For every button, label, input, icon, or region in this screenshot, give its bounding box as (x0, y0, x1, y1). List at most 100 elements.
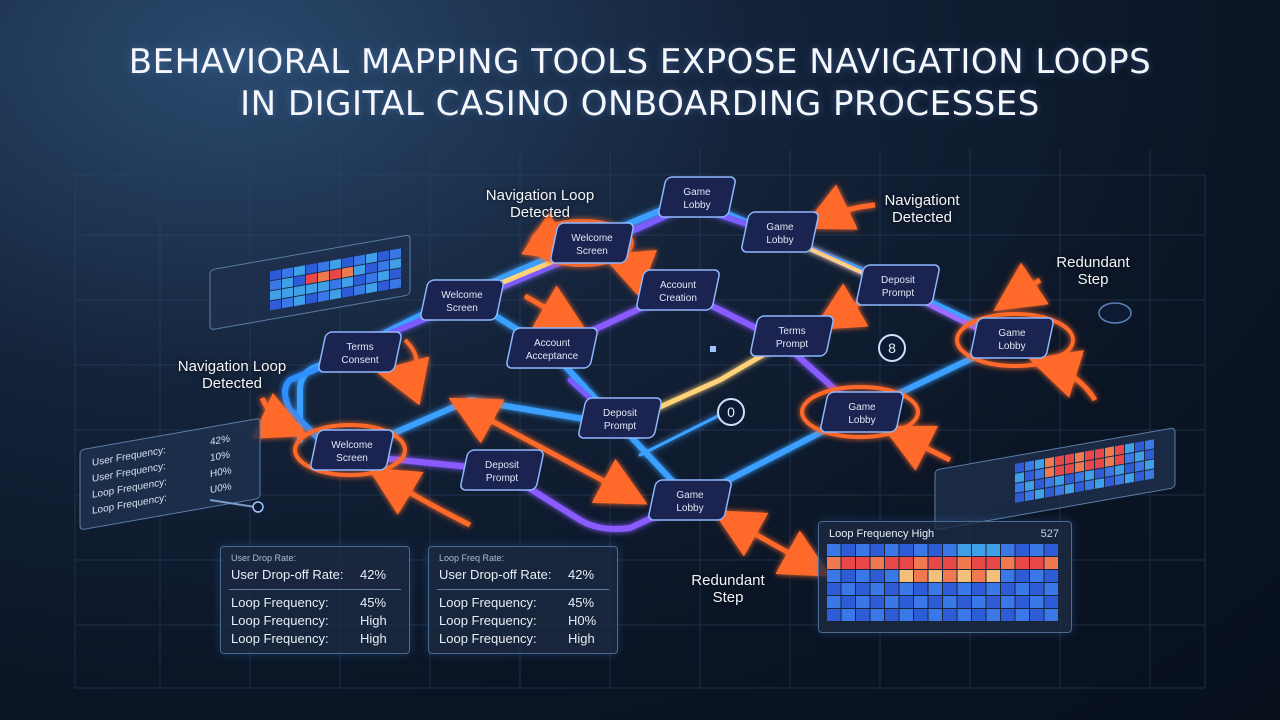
heatmap-cell (1044, 609, 1058, 621)
arrow-lobby-right (882, 426, 952, 471)
heatmap-cell (306, 283, 317, 295)
stat-label: User Drop-off Rate: (231, 567, 344, 582)
heatmap-cell (1045, 477, 1054, 488)
stat-value: 42% (568, 567, 595, 582)
heatmap-cell (1025, 470, 1034, 482)
heatmap-cell (841, 570, 855, 582)
heatmap-cell (856, 609, 870, 621)
heatmap-cell (914, 544, 928, 556)
heatmap-cell (282, 267, 293, 279)
heatmap-cell (1015, 544, 1029, 556)
page-title-line-2: IN DIGITAL CASINO ONBOARDING PROCESSES (240, 84, 1040, 124)
heatmap-cell (972, 570, 986, 582)
stat-label: Loop Frequency: (439, 595, 537, 610)
panel-mid-head: Loop Freq Rate: (439, 553, 505, 563)
node-label-2: Acceptance (526, 351, 579, 362)
node-label-2: Lobby (683, 200, 710, 211)
stat-value: 42% (360, 567, 387, 582)
heatmap-cell (914, 609, 928, 621)
tilted-stats-card: User Frequency: 42% User Frequency: 10% … (79, 418, 261, 530)
heatmap-cell (972, 544, 986, 556)
node-welcome-mid: Welcome Screen (420, 279, 504, 321)
node-terms-prompt: Terms Prompt (750, 315, 834, 357)
heatmap-cell (841, 544, 855, 556)
heatmap-cell (1135, 451, 1144, 462)
heatmap-cell (1015, 482, 1024, 493)
heatmap-cell (1035, 468, 1044, 480)
heatmap-cell (1095, 468, 1104, 479)
heatmap-cell (1115, 444, 1124, 456)
indicator-small (710, 346, 716, 352)
page-title-line-1: BEHAVIORAL MAPPING TOOLS EXPOSE NAVIGATI… (128, 42, 1152, 82)
heatmap-cell (914, 583, 928, 595)
heatmap-cell (957, 544, 971, 556)
heatmap-cell (914, 570, 928, 582)
heatmap-cell (885, 544, 899, 556)
heatmap-cell (943, 570, 957, 582)
flow-arrows (252, 184, 1098, 577)
heatmap-cell (827, 557, 841, 569)
node-label-2: Screen (576, 246, 608, 257)
arrow-welcome-down (523, 285, 588, 333)
arrow-mid-diag (448, 397, 648, 505)
stat-row: Loop Frequency:High (231, 631, 406, 646)
heatmap-cell (1105, 456, 1114, 468)
heatmap-cell (827, 544, 841, 556)
heatmap-cell (972, 583, 986, 595)
heatmap-cell (294, 265, 305, 277)
stat-row: Loop Frequency:High (231, 613, 406, 628)
heatmap-cell (354, 274, 365, 286)
heatmap-cell (986, 544, 1000, 556)
heatmap-cell (294, 295, 305, 307)
heatmap-cell (270, 269, 281, 281)
heatmap-cell (1065, 463, 1074, 475)
stats-panel-mid: Loop Freq Rate: User Drop-off Rate:42% L… (428, 546, 618, 654)
heatmap-cell (1065, 473, 1074, 485)
heatmap-cell (306, 263, 317, 275)
heatmap-cell (1015, 462, 1024, 473)
heatmap-cell (972, 596, 986, 608)
panel-left-head: User Drop Rate: (231, 553, 297, 563)
heatmap-cell (1135, 471, 1144, 482)
heatmap-cell (1075, 481, 1084, 493)
heatmap-cell (1105, 446, 1114, 458)
arrow-right-curve (1028, 350, 1098, 402)
heatmap-cell (928, 544, 942, 556)
stat-label: Loop Frequency: (439, 613, 537, 628)
callout-loop-top-line-2: Detected (509, 204, 571, 221)
node-deposit-prompt-right: Deposit Prompt (856, 264, 940, 306)
heatmap-cell (378, 250, 389, 262)
stat-row: Loop Frequency:45% (231, 595, 406, 610)
node-label-1: Game (676, 490, 704, 501)
heatmap-cell (1025, 460, 1034, 472)
heatmap-cell (957, 570, 971, 582)
loop-rings (293, 219, 1075, 477)
callout-redundant-bottom: Redundant Step (678, 572, 778, 606)
heatmap-cell (1135, 441, 1144, 452)
tilted-value-4: U0% (210, 481, 232, 496)
node-account-creation: Account Creation (636, 269, 720, 311)
heatmap-cell (1030, 570, 1044, 582)
stat-value: High (568, 631, 595, 646)
heatmap-cell (378, 280, 389, 292)
heatmap-cell (1030, 583, 1044, 595)
heatmap-cell (1001, 544, 1015, 556)
heatmap-cell (1030, 544, 1044, 556)
node-welcome-left: Welcome Screen (310, 429, 394, 471)
heatmap-cell (1125, 452, 1134, 464)
heatmap-cell (870, 557, 884, 569)
heatmap-cell (1045, 467, 1054, 478)
node-label-1: Terms (778, 326, 805, 337)
heatmap-cell (1095, 478, 1104, 489)
node-label-2: Prompt (486, 473, 518, 484)
heatmap-cell (1125, 472, 1134, 484)
node-label-1: Deposit (485, 460, 519, 471)
heatmap-cell (1044, 570, 1058, 582)
node-terms-left: Terms Consent (318, 331, 402, 373)
node-label-2: Screen (446, 303, 478, 314)
node-label-2: Prompt (882, 288, 914, 299)
heatmap-cell (928, 609, 942, 621)
heatmap-cell (957, 596, 971, 608)
heatmap-cell (1065, 453, 1074, 465)
heatmap-cell (330, 258, 341, 270)
